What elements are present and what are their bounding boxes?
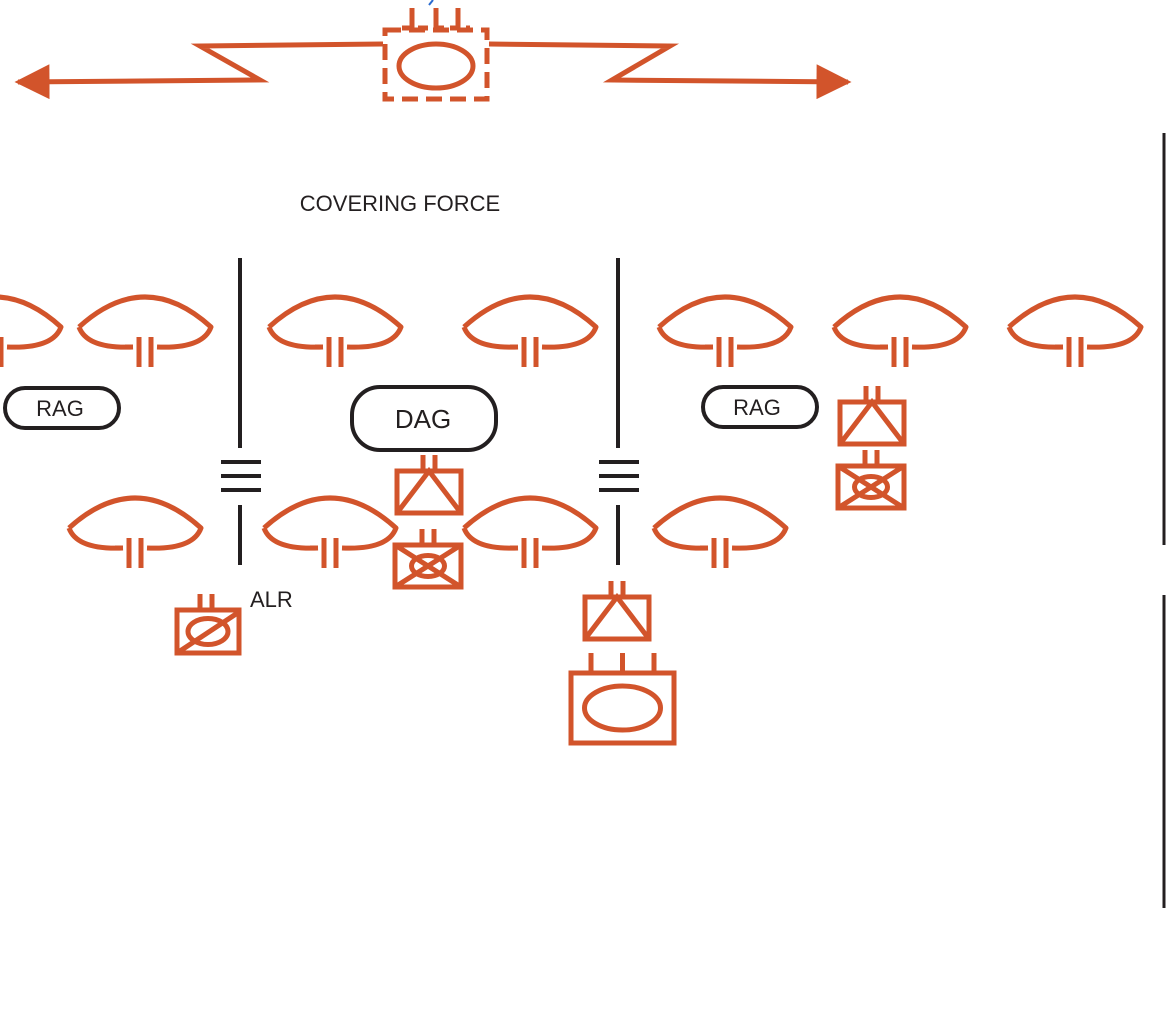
company-position-icon	[461, 495, 599, 568]
rag-right-box	[701, 385, 819, 429]
company-position-icon	[261, 495, 399, 568]
company-position-icon	[0, 294, 64, 367]
rag-right-mortar-icon	[835, 450, 907, 511]
rag-right-label: RAG	[733, 395, 781, 420]
rag-left-box	[3, 386, 121, 430]
rag-right-group: RAG	[701, 385, 819, 429]
covering-force-group	[14, 8, 852, 102]
dag-label: DAG	[395, 404, 451, 434]
company-position-icon	[266, 294, 404, 367]
company-position-icon	[651, 495, 789, 568]
division-boundary-label: XX	[1166, 552, 1169, 576]
battalion-reserve-icon	[568, 653, 677, 746]
rag-left-label: RAG	[36, 396, 84, 421]
company-position-icon	[66, 495, 204, 568]
company-position-icon	[831, 294, 969, 367]
company-position-icon	[656, 294, 794, 367]
reserve-air-defense-icon	[582, 581, 652, 642]
dag-air-defense-icon	[394, 455, 464, 516]
rag-left-group: RAG	[3, 386, 121, 430]
company-position-icon	[461, 294, 599, 367]
alr-label: ALR	[250, 587, 293, 612]
covering-force-label: COVERING FORCE	[300, 191, 500, 216]
dag-box	[350, 385, 498, 452]
rag-right-air-defense-icon	[837, 386, 907, 447]
dag-mortar-icon	[392, 529, 464, 590]
covering-force-left-arrow	[14, 41, 384, 100]
regimental-boundary-right	[599, 258, 639, 565]
covering-force-right-arrow	[488, 41, 852, 100]
alr-rocket-launcher-icon	[174, 594, 242, 656]
company-position-icon	[76, 294, 214, 367]
regimental-boundary-left	[221, 258, 261, 565]
company-position-icon	[1006, 294, 1144, 367]
unit-symbols	[174, 386, 907, 746]
company-positions	[0, 294, 1144, 568]
covering-force-unit-ellipse	[396, 41, 476, 91]
dag-group: DAG	[350, 385, 498, 452]
